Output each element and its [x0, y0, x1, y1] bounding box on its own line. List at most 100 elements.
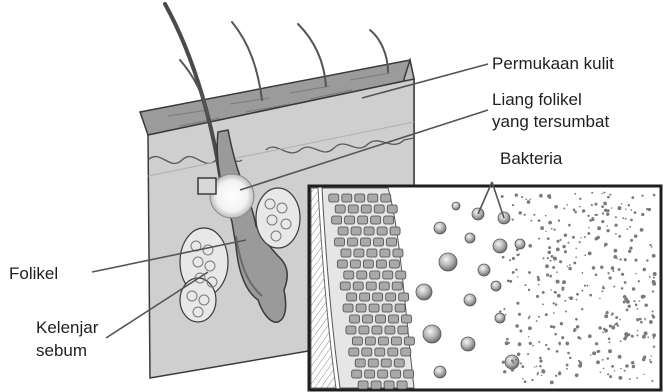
bacterium: [439, 253, 457, 271]
bacteria-particle: [574, 211, 577, 214]
bacteria-particle: [604, 243, 608, 247]
inset-cell: [338, 227, 348, 235]
bacteria-particle: [606, 213, 609, 216]
bacteria-particle: [573, 328, 576, 331]
bacteria-particle: [503, 370, 506, 373]
bacteria-particle: [521, 196, 523, 198]
inset-cell: [353, 282, 363, 290]
inset-cell: [393, 249, 403, 257]
bacteria-particle: [609, 375, 612, 378]
inset-cell: [373, 293, 383, 301]
bacteria-particle: [550, 380, 554, 384]
bacteria-particle: [621, 273, 624, 276]
bacteria-particle: [596, 214, 598, 216]
inset-cell: [351, 227, 361, 235]
bacteria-particle: [587, 215, 589, 217]
bacteria-particle: [613, 255, 617, 259]
inset-cell: [352, 370, 362, 378]
bacteria-particle: [584, 236, 586, 238]
inset-cell: [378, 337, 388, 345]
bacteria-particle: [515, 193, 518, 196]
bacteria-particle: [615, 233, 617, 235]
bacteria-particle: [524, 380, 527, 383]
bacteria-particle: [569, 296, 573, 300]
bacteria-particle: [564, 300, 566, 302]
bacteria-particle: [649, 320, 653, 324]
bacteria-particle: [580, 237, 581, 238]
bacteria-particle: [631, 335, 634, 338]
bacteria-particle: [603, 192, 605, 194]
bacteria-particle: [532, 345, 534, 347]
inset-cell: [395, 304, 405, 312]
bacteria-particle: [527, 200, 531, 204]
bacteria-particle: [541, 375, 542, 376]
inset-cell: [384, 381, 394, 389]
inset-cell: [332, 216, 342, 224]
bacterium: [423, 325, 441, 343]
bacteria-particle: [651, 355, 652, 356]
bacteria-particle: [524, 284, 526, 286]
bacteria-particle: [529, 198, 531, 200]
bacteria-particle: [555, 375, 557, 377]
bacteria-particle: [606, 229, 609, 232]
inset-cell: [341, 249, 351, 257]
bacteria-particle: [595, 342, 598, 345]
bacteria-particle: [609, 194, 611, 196]
bacteria-particle: [579, 241, 581, 243]
bacteria-particle: [603, 368, 605, 370]
bacteria-particle: [563, 208, 565, 210]
bacteria-particle: [566, 204, 568, 206]
bacteria-particle: [560, 322, 563, 325]
inset-cell: [348, 238, 358, 246]
bacteria-particle: [545, 344, 547, 346]
bacteria-particle: [533, 214, 535, 216]
bacteria-particle: [539, 365, 541, 367]
inset-cell: [384, 216, 394, 224]
bacteria-particle: [537, 372, 539, 374]
bacteria-particle: [608, 276, 611, 279]
bacteria-particle: [562, 245, 565, 248]
inset-cell: [363, 315, 373, 323]
bacteria-particle: [518, 342, 522, 346]
bacteria-particle: [630, 239, 633, 242]
inset-cell: [398, 326, 408, 334]
label-follicle: Folikel: [9, 264, 58, 283]
inset-cell: [397, 381, 407, 389]
bacteria-particle: [579, 337, 581, 339]
bacteria-particle: [596, 360, 600, 364]
bacteria-particle: [509, 259, 511, 261]
bacteria-particle: [618, 268, 621, 271]
inset-cell: [376, 315, 386, 323]
inset-cell: [387, 238, 397, 246]
bacterium: [434, 222, 446, 234]
bacteria-particle: [536, 366, 538, 368]
bacteria-particle: [542, 304, 544, 306]
bacteria-particle: [628, 250, 631, 253]
bacteria-particle: [608, 349, 612, 353]
bacteria-particle: [618, 206, 622, 210]
bacterium: [434, 366, 446, 378]
inset-cell: [346, 326, 356, 334]
bacteria-particle: [555, 303, 558, 306]
bacteria-particle: [576, 293, 579, 296]
bacteria-particle: [592, 351, 596, 355]
bacteria-particle: [600, 266, 603, 269]
bacteria-particle: [602, 359, 604, 361]
bacteria-particle: [611, 326, 615, 330]
bacteria-particle: [559, 371, 560, 372]
bacteria-particle: [634, 259, 637, 262]
bacteria-particle: [653, 346, 655, 348]
bacteria-particle: [552, 266, 555, 269]
bacteria-particle: [554, 291, 557, 294]
bacteria-particle: [621, 203, 622, 204]
inset-cell: [404, 370, 414, 378]
inset-cell: [382, 304, 392, 312]
inset-cell: [360, 293, 370, 301]
bacteria-particle: [611, 365, 614, 368]
bacteria-particle: [556, 247, 560, 251]
bacteria-particle: [636, 334, 638, 336]
bacteria-particle: [643, 268, 647, 272]
inset-cell: [371, 381, 381, 389]
bacteria-particle: [621, 287, 624, 290]
bacteria-particle: [561, 336, 564, 339]
